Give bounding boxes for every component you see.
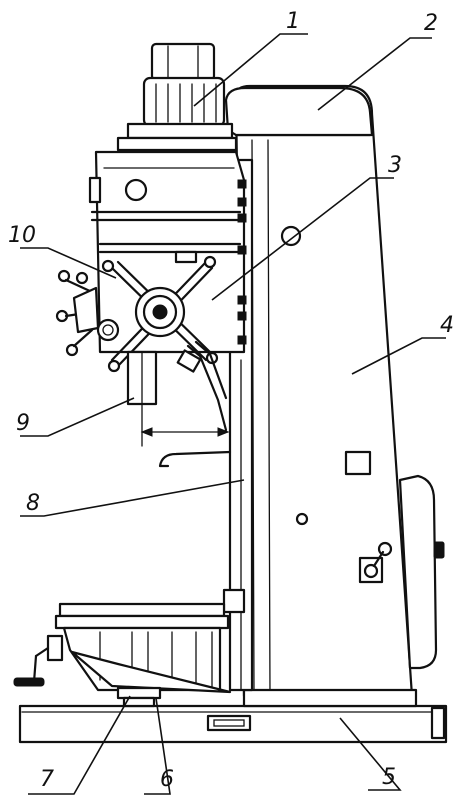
callout-4: 4: [440, 313, 454, 338]
callout-7: 7: [40, 767, 54, 792]
callout-9: 9: [16, 411, 30, 436]
feed-handwheel: [101, 255, 219, 373]
callout-5: 5: [382, 765, 396, 790]
callout-8: 8: [26, 491, 40, 516]
callout-10: 10: [8, 223, 36, 248]
base-bed: [18, 704, 448, 744]
leader-lines: [20, 33, 446, 795]
callout-1: 1: [286, 9, 300, 34]
reach-dimension: [140, 427, 230, 437]
callout-3: 3: [388, 153, 402, 178]
spindle: [126, 340, 228, 447]
drilling-head: [88, 150, 247, 354]
callout-6: 6: [160, 767, 174, 792]
table-support: [70, 650, 232, 708]
motor: [116, 42, 238, 152]
left-levers: [55, 269, 120, 357]
coolant-pipe: [158, 450, 232, 468]
column-cap: [224, 86, 374, 137]
callout-2: 2: [424, 11, 438, 36]
column-housing: [234, 84, 445, 708]
